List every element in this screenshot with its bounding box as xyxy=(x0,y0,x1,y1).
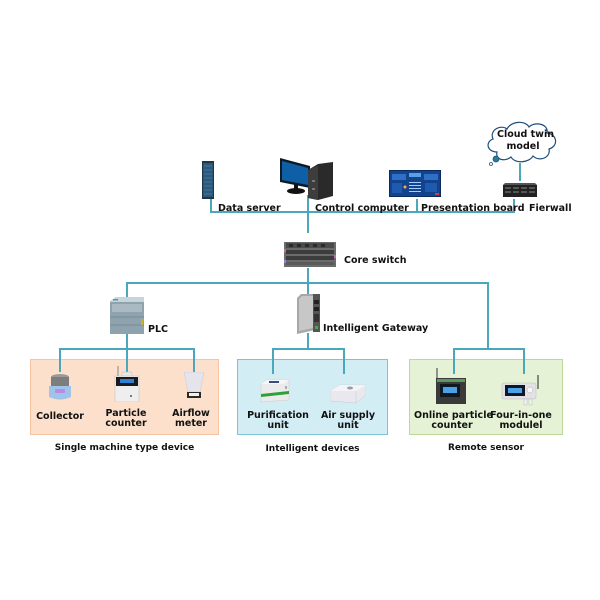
firewall-node[interactable] xyxy=(503,180,537,197)
collector-label: Collector xyxy=(36,411,84,422)
particle-counter-device[interactable] xyxy=(113,366,141,402)
online-particle-counter-device[interactable] xyxy=(434,368,468,404)
firewall-label: Fierwall xyxy=(529,203,572,214)
connector-remote-sensor xyxy=(487,282,489,348)
connector-airflow xyxy=(193,348,195,372)
group-remote-sensor-title: Remote sensor xyxy=(448,443,524,453)
presentation-board-node[interactable] xyxy=(389,170,441,197)
connector-purification xyxy=(272,348,274,374)
connector-air-supply xyxy=(343,348,345,374)
connector-gateway-down xyxy=(307,333,309,349)
air-supply-unit-label-1: Air supply xyxy=(320,410,376,421)
group-single-machine-title: Single machine type device xyxy=(54,443,195,453)
purification-unit-label-1: Purification xyxy=(247,410,309,421)
core-switch-label: Core switch xyxy=(344,255,407,266)
cloud-twin-model-node[interactable] xyxy=(483,118,561,168)
airflow-meter-icon xyxy=(183,372,205,398)
four-in-one-module-icon xyxy=(501,375,539,406)
connector-plc-bus xyxy=(59,348,194,350)
gateway-node[interactable] xyxy=(295,294,321,334)
connector-data-server xyxy=(210,199,212,212)
dashboard-screen-icon xyxy=(389,170,441,197)
cloud-label-line1: Cloud twin xyxy=(497,129,554,140)
core-switch-node[interactable] xyxy=(284,240,336,267)
data-server-label: Data server xyxy=(218,203,281,214)
cloud-icon xyxy=(487,121,557,166)
connector-top-bus xyxy=(210,211,515,213)
connector-plc xyxy=(126,282,128,298)
plc-module-icon xyxy=(110,297,144,334)
connector-presentation-board xyxy=(416,199,418,212)
plc-label: PLC xyxy=(148,324,168,335)
presentation-board-label: Presentation board xyxy=(421,203,525,214)
four-in-one-module-device[interactable] xyxy=(500,375,542,407)
particle-counter-label-2: counter xyxy=(105,418,147,429)
server-tower-icon xyxy=(202,161,214,199)
connector-plc-down xyxy=(126,333,128,373)
purification-unit-device[interactable] xyxy=(259,378,291,406)
online-particle-counter-icon xyxy=(436,368,466,404)
connector-control-computer xyxy=(307,195,309,233)
particle-counter-label-1: Particle xyxy=(105,408,147,419)
collector-icon xyxy=(49,374,71,400)
connector-gateway xyxy=(307,282,309,295)
data-server-node[interactable] xyxy=(200,160,216,200)
desktop-computer-icon xyxy=(280,158,333,200)
online-particle-counter-label-2: counter xyxy=(431,420,473,431)
air-supply-unit-icon xyxy=(330,384,366,404)
four-in-one-module-label-2: modulel xyxy=(499,420,543,431)
firewall-rack-icon xyxy=(503,183,537,197)
purification-unit-icon xyxy=(260,379,290,403)
air-supply-unit-label-2: unit xyxy=(337,420,359,431)
gateway-box-icon xyxy=(297,294,320,334)
connector-core-switch-down xyxy=(307,268,309,283)
collector-device[interactable] xyxy=(47,372,73,402)
connector-collector xyxy=(59,348,61,372)
plc-node[interactable] xyxy=(108,297,146,334)
connector-remote-bus xyxy=(453,348,524,350)
group-intelligent-devices-title: Intelligent devices xyxy=(265,444,360,454)
four-in-one-module-label-1: Four-in-one xyxy=(490,410,552,421)
airflow-meter-label-2: meter xyxy=(174,418,207,429)
connector-online-counter xyxy=(453,348,455,374)
group-remote-sensor-box xyxy=(409,359,563,435)
network-switch-icon xyxy=(284,242,336,267)
connector-gateway-bus xyxy=(272,348,344,350)
connector-cloud xyxy=(519,163,521,181)
particle-counter-icon xyxy=(114,366,140,402)
connector-firewall xyxy=(513,199,515,212)
control-computer-label: Control computer xyxy=(315,203,409,214)
cloud-label-line2: model xyxy=(506,141,540,152)
airflow-meter-device[interactable] xyxy=(183,372,205,400)
online-particle-counter-label-1: Online particle xyxy=(414,410,493,421)
gateway-label: Intelligent Gateway xyxy=(323,323,429,334)
airflow-meter-label-1: Airflow xyxy=(172,408,210,419)
air-supply-unit-device[interactable] xyxy=(330,383,366,405)
control-computer-node[interactable] xyxy=(278,158,338,200)
purification-unit-label-2: unit xyxy=(267,420,289,431)
connector-four-in-one xyxy=(523,348,525,374)
